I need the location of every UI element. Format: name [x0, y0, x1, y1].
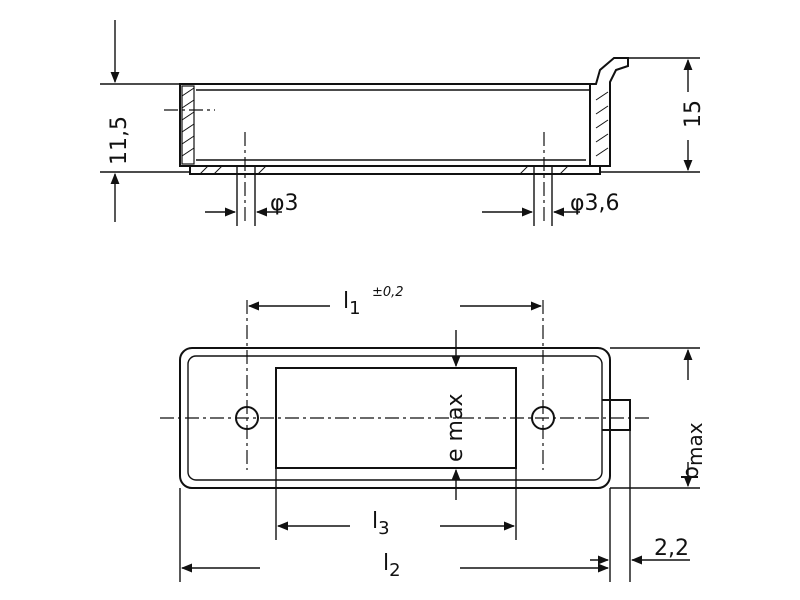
side-tab [602, 399, 631, 431]
bmax-label: bmax [679, 422, 707, 480]
l3-subscript: 3 [378, 518, 389, 539]
right-wall-hatch [595, 91, 609, 157]
l2-subscript: 2 [389, 560, 400, 581]
side-view: 11,5 15 φ3 φ3,6 [100, 20, 706, 226]
right-wall-lip [590, 57, 629, 167]
l1-tolerance-label: ±0,2 [372, 285, 404, 300]
top-view: l1 ±0,2 e max bmax l3 l2 2,2 [160, 285, 707, 582]
bmax-letter: b [679, 466, 704, 480]
base-hatch [199, 165, 569, 175]
side-body-outline [179, 83, 591, 167]
emax-label: e max [443, 394, 468, 462]
left-wall-hatch [181, 85, 195, 165]
l2-label: l2 [383, 551, 401, 581]
side-base-plate [189, 165, 601, 175]
bmax-subscript: max [683, 422, 707, 466]
hole-left-label: φ3 [270, 191, 299, 216]
l1-label: l1 [343, 289, 361, 319]
hole-right-label: φ3,6 [570, 191, 620, 216]
l2-letter: l [383, 551, 389, 576]
flange-label: 2,2 [654, 536, 689, 561]
l3-label: l3 [372, 509, 390, 539]
height-left-label: 11,5 [107, 116, 132, 165]
height-right-label: 15 [681, 100, 706, 128]
l1-letter: l [343, 289, 349, 314]
l1-subscript: 1 [349, 298, 360, 319]
l3-letter: l [372, 509, 378, 534]
